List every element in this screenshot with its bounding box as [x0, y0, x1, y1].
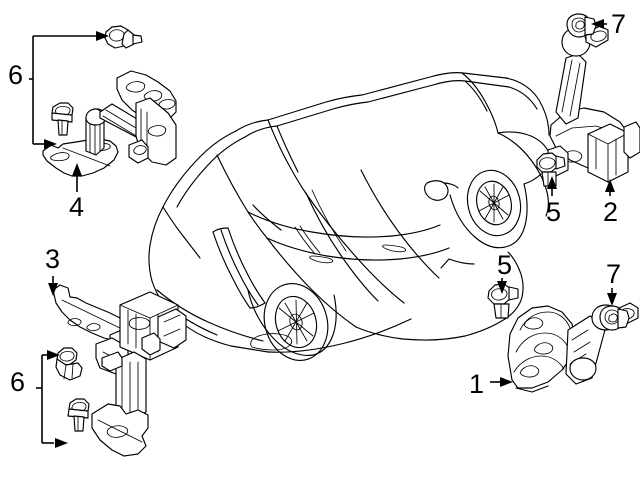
part-6-bolt-upper-b — [51, 102, 74, 136]
leader-callout-7-lower — [607, 288, 617, 306]
leader-callout-5-rear — [497, 278, 507, 294]
part-7-nut-lower — [599, 305, 630, 331]
part-6-bolt-upper-a — [104, 25, 143, 49]
callout-label-6-upper: 6 — [8, 60, 24, 90]
callout-label-4: 4 — [69, 192, 85, 222]
callout-label-6-lower: 6 — [10, 367, 26, 397]
callout-label-7-lower: 7 — [606, 259, 622, 289]
callout-label-1: 1 — [469, 369, 485, 399]
leader-callout-3 — [48, 276, 58, 296]
leader-callout-5-front — [547, 176, 557, 196]
part-3-sensor-bracket-rear — [52, 284, 187, 457]
part-6-bolt-lower-a — [55, 347, 83, 381]
part-4-sensor-bracket-front — [42, 70, 177, 177]
part-1-ride-height-sensor-rear — [507, 302, 639, 393]
callout-label-3: 3 — [45, 244, 61, 274]
leader-callout-2 — [605, 179, 615, 196]
vehicle-outline — [148, 72, 550, 361]
callout-label-7-upper: 7 — [611, 9, 627, 39]
callout-label-5-rear: 5 — [497, 250, 513, 280]
callout-label-2: 2 — [603, 197, 619, 227]
leader-callout-6-upper — [29, 31, 109, 149]
leader-callout-4 — [72, 163, 82, 192]
part-7-nut-upper — [566, 13, 597, 38]
leader-callout-1 — [490, 377, 513, 387]
leader-callout-6-lower — [36, 350, 68, 448]
callout-label-5-front: 5 — [546, 197, 562, 227]
leader-callout-7-upper — [591, 19, 607, 29]
part-5-bolt-rear — [487, 283, 519, 319]
part-2-ride-height-sensor-front — [547, 25, 640, 183]
part-6-bolt-lower-b — [67, 398, 90, 432]
